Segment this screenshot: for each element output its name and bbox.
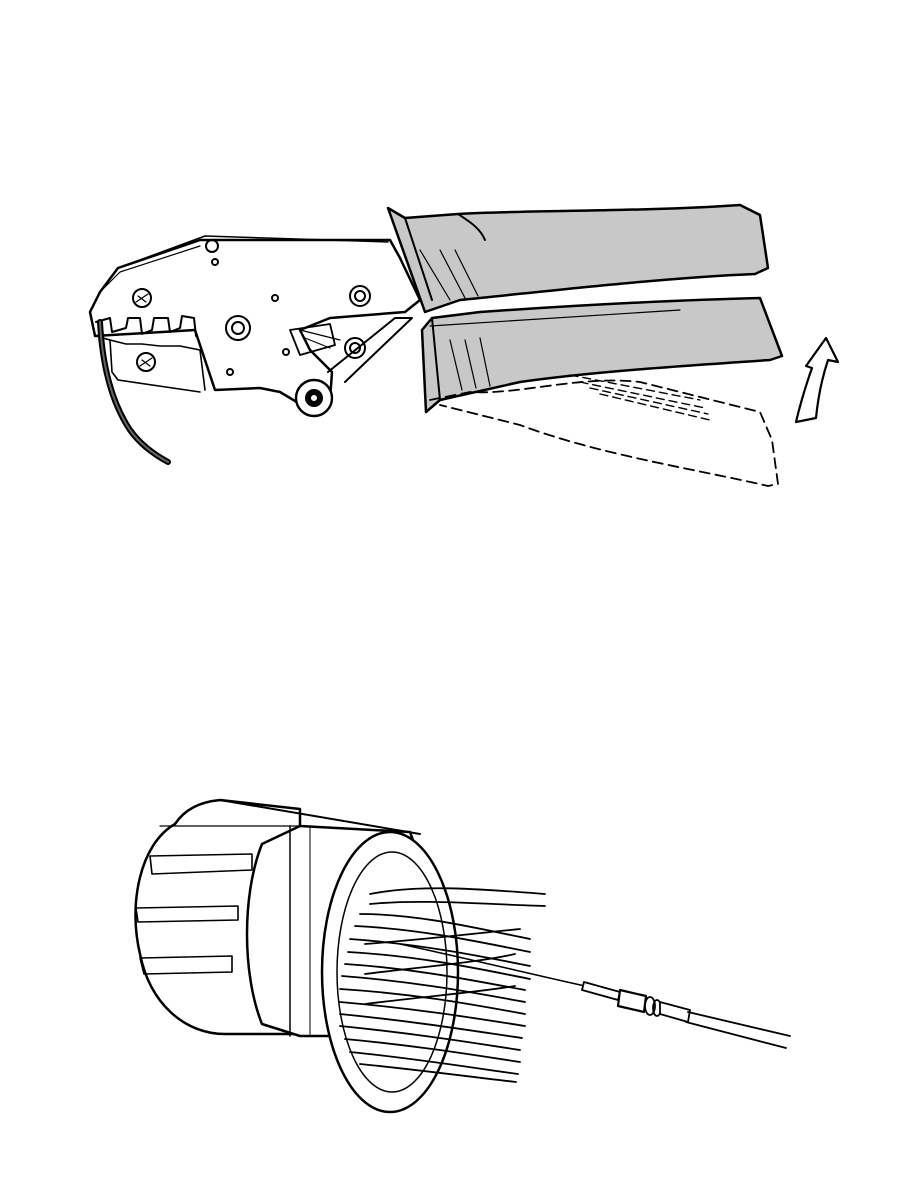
- wire-bundle: [340, 888, 545, 1082]
- pivot-lower: [345, 338, 365, 358]
- contact-wire: [400, 944, 585, 986]
- round-connector-with-wires-illustration: [0, 594, 918, 1188]
- small-rivet: [206, 240, 218, 252]
- upper-handle: [388, 205, 768, 312]
- tool-head: [90, 240, 420, 410]
- connector-face: [322, 832, 458, 1112]
- crimp-dies: [96, 316, 196, 336]
- adjustment-wheel: [296, 380, 332, 416]
- lower-handle: [422, 298, 782, 412]
- contact-pin-icon: [582, 982, 690, 1022]
- screw-lower: [137, 353, 155, 371]
- crimping-pliers-illustration: [0, 0, 918, 594]
- pivot-main: [226, 316, 250, 340]
- insulated-wire: [686, 1012, 790, 1048]
- pivot-upper: [350, 286, 370, 306]
- close-direction-arrow-icon: [796, 338, 838, 422]
- open-handle-outline: [430, 381, 778, 486]
- screw-upper: [133, 289, 151, 307]
